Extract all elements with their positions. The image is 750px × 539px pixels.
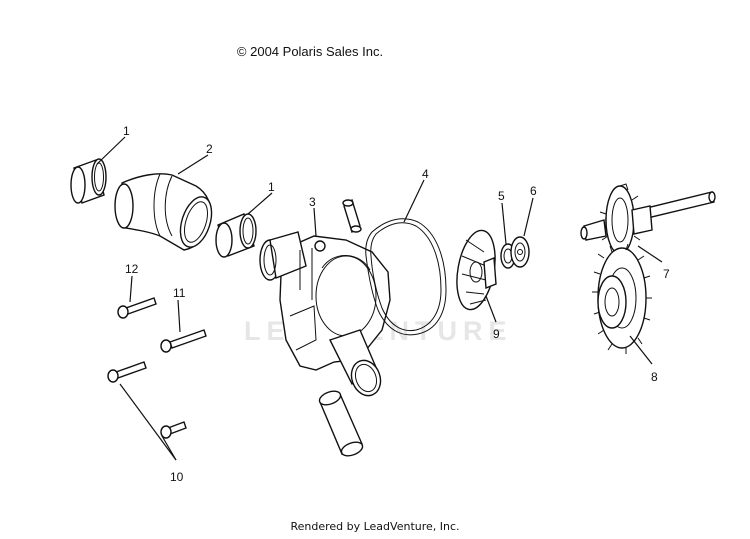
callout-labels: 1 2 1 3 4 5 6 7 8 9 10 11 12: [123, 124, 670, 484]
part-2-hose[interactable]: [114, 173, 217, 251]
part-1-ring-right[interactable]: [215, 213, 257, 258]
callout-1-right: 1: [268, 180, 275, 194]
callout-2: 2: [206, 142, 213, 156]
callout-1-left: 1: [123, 124, 130, 138]
callout-10: 10: [170, 470, 184, 484]
part-11-bolt[interactable]: [160, 329, 207, 353]
callout-12: 12: [125, 262, 139, 276]
bypass-tube[interactable]: [318, 389, 365, 459]
part-4-gasket[interactable]: [365, 218, 447, 336]
footer-credit: Rendered by LeadVenture, Inc.: [290, 520, 460, 533]
part-3-pump-housing[interactable]: [259, 231, 391, 400]
callout-4: 4: [422, 167, 429, 181]
callout-7: 7: [663, 267, 670, 281]
part-12-bolt[interactable]: [117, 297, 157, 319]
copyright-text: © 2004 Polaris Sales Inc.: [236, 44, 384, 59]
part-10-bolt-lower[interactable]: [160, 421, 187, 439]
part-6-bearing[interactable]: [510, 236, 530, 268]
callout-5: 5: [498, 189, 505, 203]
part-7-gear-shaft[interactable]: [580, 183, 716, 259]
callout-11: 11: [173, 286, 186, 300]
fitting-pin[interactable]: [342, 198, 362, 234]
callout-6: 6: [530, 184, 537, 198]
callout-3: 3: [309, 195, 316, 209]
part-1-ring-left[interactable]: [70, 158, 107, 204]
part-10-bolt-upper[interactable]: [107, 361, 147, 383]
part-9-impeller[interactable]: [451, 227, 500, 312]
leader-lines: [96, 136, 663, 461]
part-8-idler-gear[interactable]: [592, 243, 652, 354]
callout-9: 9: [493, 327, 500, 341]
callout-8: 8: [651, 370, 658, 384]
